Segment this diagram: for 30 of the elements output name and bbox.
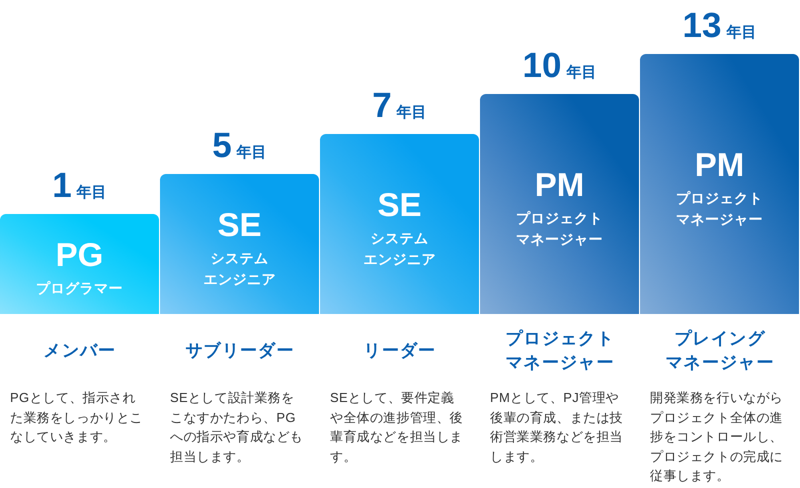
role-name: プロジェクトマネージャー — [676, 188, 763, 228]
role-description: 開発業務を行いながらプロジェクト全体の進捗をコントロールし、プロジェクトの完成に従事します。 — [650, 389, 784, 485]
step-bar — [160, 174, 319, 314]
step-bar — [480, 94, 639, 314]
role-description: PGとして、指示された業務をしっかりとこなしていきます。 — [10, 389, 144, 446]
role-title: サブリーダー — [185, 340, 295, 362]
role-description: SEとして、要件定義や全体の進捗管理、後輩育成などを担当します。 — [330, 389, 464, 466]
year-label: 13 年目 — [682, 8, 756, 43]
role-abbreviation: PG — [56, 237, 104, 273]
role-name: システムエンジニア — [203, 248, 276, 288]
role-description: SEとして設計業務をこなすかたわら、PGへの指示や育成なども担当します。 — [170, 389, 304, 466]
year-label: 5 年目 — [212, 128, 267, 163]
role-abbreviation: SE — [217, 206, 262, 242]
year-label: 1 年目 — [52, 168, 107, 203]
role-description: PMとして、PJ管理や後輩の育成、または技術営業業務などを担当します。 — [490, 389, 624, 466]
role-name: プロジェクトマネージャー — [516, 208, 603, 248]
role-title: リーダー — [364, 340, 436, 362]
role-abbreviation: SE — [377, 186, 422, 222]
year-label: 10 年目 — [522, 48, 596, 83]
role-abbreviation: PM — [694, 146, 744, 182]
step-bar — [640, 54, 799, 314]
year-label: 7 年目 — [372, 88, 427, 123]
role-title: プロジェクトマネージャー — [505, 328, 615, 374]
role-abbreviation: PM — [534, 166, 584, 202]
role-name: プログラマー — [36, 279, 123, 298]
step-bar — [320, 134, 479, 314]
step-bar — [0, 214, 159, 314]
role-title: プレイングマネージャー — [665, 328, 775, 374]
role-title: メンバー — [44, 340, 116, 362]
role-name: システムエンジニア — [363, 228, 436, 268]
